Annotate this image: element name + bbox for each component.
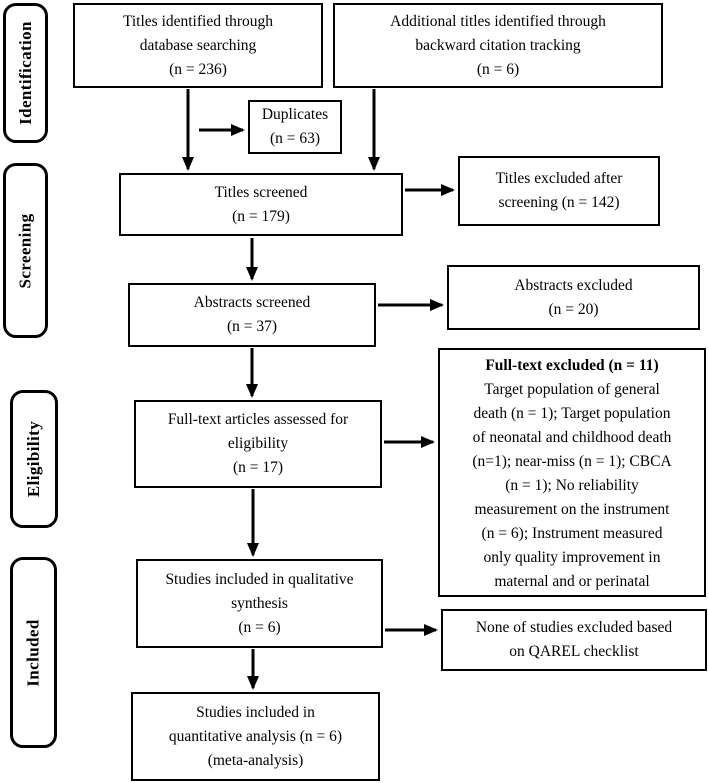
box-duplicates: Duplicates (n = 63) <box>248 100 342 154</box>
box-additional-titles-text: Additional titles identified through bac… <box>390 12 606 78</box>
stage-label-included: Included <box>10 557 57 748</box>
stage-label-identification: Identification <box>3 3 48 143</box>
box-fulltext-assessed-text: Full-text articles assessed for eligibil… <box>167 411 349 476</box>
box-abstracts-excluded-text: Abstracts excluded (n = 20) <box>514 276 633 318</box>
stage-label-screening: Screening <box>3 163 48 338</box>
stage-label-eligibility: Eligibility <box>10 390 58 528</box>
box-titles-excluded-text: Titles excluded after screening (n = 142… <box>495 170 623 211</box>
box-qarel-checklist: None of studies excluded based on QAREL … <box>441 609 707 671</box>
box-quantitative-analysis-text: Studies included in quantitative analysi… <box>168 703 343 769</box>
box-qualitative-synthesis: Studies included in qualitative synthesi… <box>136 559 383 648</box>
box-additional-titles: Additional titles identified through bac… <box>333 3 663 88</box>
box-abstracts-screened-text: Abstracts screened (n = 37) <box>193 294 311 335</box>
box-fulltext-excluded-text: Full-text excluded (n = 11) Target popul… <box>472 354 671 594</box>
box-fulltext-excluded-details: Target population of general death (n = … <box>472 381 672 590</box>
stage-label-eligibility-text: Eligibility <box>24 420 44 498</box>
stage-label-identification-text: Identification <box>15 21 35 125</box>
box-fulltext-excluded: Full-text excluded (n = 11) Target popul… <box>438 348 706 597</box>
box-titles-screened-text: Titles screened (n = 179) <box>214 183 308 225</box>
box-quantitative-analysis: Studies included in quantitative analysi… <box>131 692 380 781</box>
box-qualitative-synthesis-text: Studies included in qualitative synthesi… <box>165 570 354 636</box>
box-fulltext-excluded-title: Full-text excluded (n = 11) <box>485 357 659 374</box>
box-duplicates-text: Duplicates (n = 63) <box>261 106 329 147</box>
box-titles-identified-text: Titles identified through database searc… <box>122 12 274 78</box>
box-qarel-checklist-text: None of studies excluded based on QAREL … <box>475 619 673 660</box>
box-titles-screened: Titles screened (n = 179) <box>119 173 403 236</box>
stage-label-screening-text: Screening <box>15 212 35 289</box>
box-abstracts-screened: Abstracts screened (n = 37) <box>128 283 376 347</box>
box-titles-identified: Titles identified through database searc… <box>73 3 323 88</box>
box-abstracts-excluded: Abstracts excluded (n = 20) <box>447 265 700 330</box>
stage-label-included-text: Included <box>23 618 43 687</box>
box-titles-excluded: Titles excluded after screening (n = 142… <box>458 156 660 226</box>
box-fulltext-assessed: Full-text articles assessed for eligibil… <box>134 400 382 488</box>
